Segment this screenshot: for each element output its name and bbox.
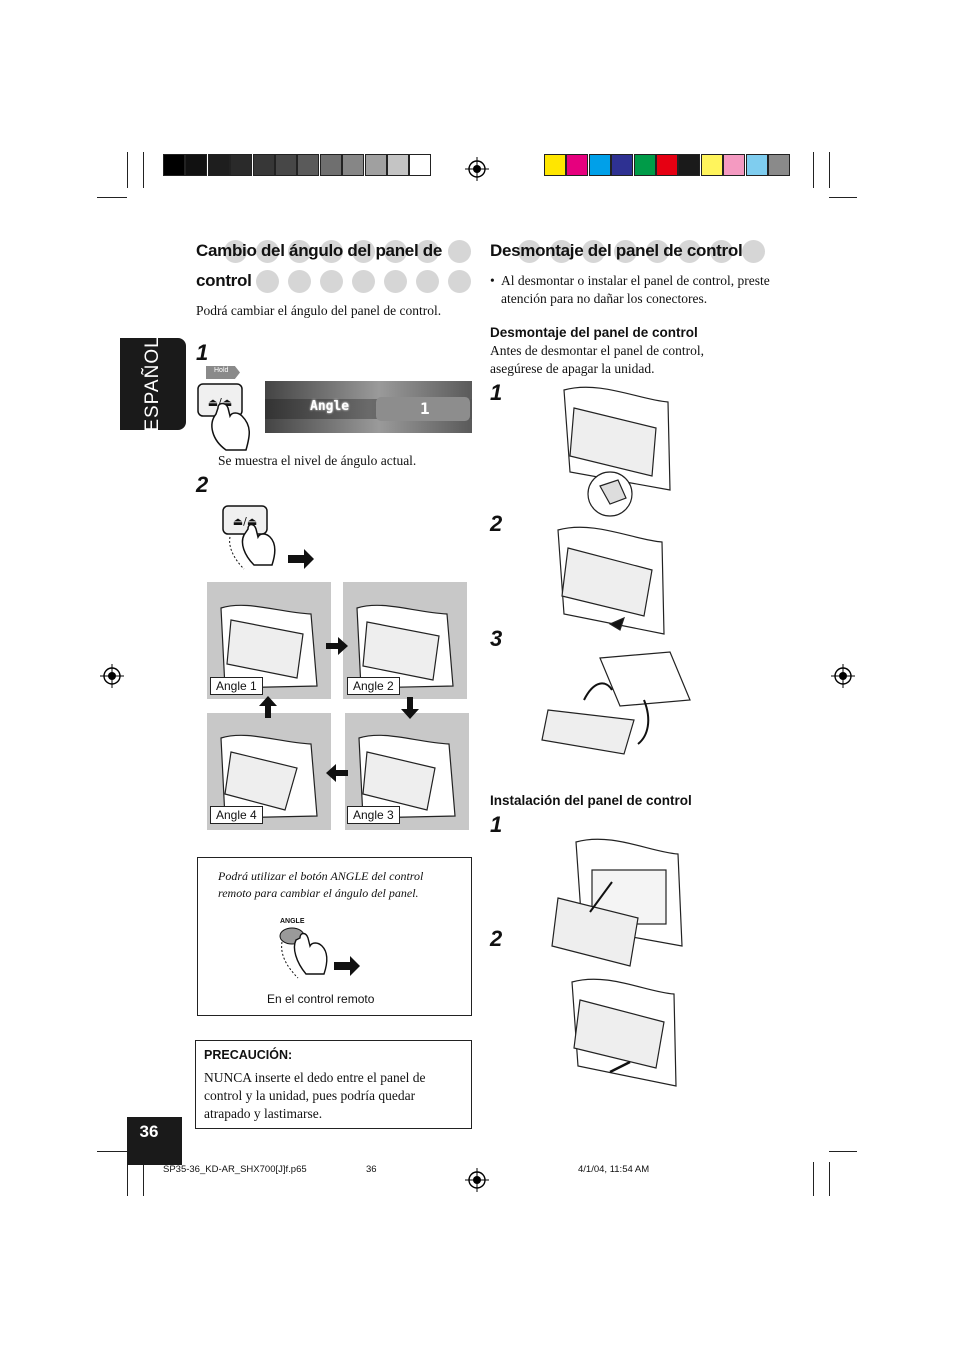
process-color-swatch xyxy=(701,154,723,176)
process-color-swatch xyxy=(611,154,633,176)
caution-title: PRECAUCIÓN: xyxy=(204,1048,292,1062)
registration-mark-icon xyxy=(100,664,124,688)
grayscale-swatch xyxy=(365,154,387,176)
removal-step-3: 3 xyxy=(490,626,502,652)
arrow-right-icon xyxy=(326,637,348,655)
angle-display: Angle 1 xyxy=(265,381,472,433)
display-text: Angle xyxy=(310,399,349,414)
footer-date: 4/1/04, 11:54 AM xyxy=(578,1164,649,1175)
angle-label-3: Angle 3 xyxy=(347,806,400,824)
grayscale-swatch xyxy=(185,154,207,176)
registration-mark-icon xyxy=(831,664,855,688)
removal-title: Desmontaje del panel de control xyxy=(490,325,698,340)
grayscale-swatch xyxy=(253,154,275,176)
grayscale-swatch xyxy=(387,154,409,176)
hold-label: Hold xyxy=(214,367,228,374)
remote-caption: En el control remoto xyxy=(267,992,374,1006)
angle-label-4: Angle 4 xyxy=(210,806,263,824)
footer-page: 36 xyxy=(366,1164,377,1175)
arrow-left-icon xyxy=(326,764,348,782)
removal-text: Antes de desmontar el panel de control, … xyxy=(490,342,730,378)
page-number-tab: 36 xyxy=(127,1117,182,1165)
eject-button-press-icon: ⏏/⏏ xyxy=(194,380,260,456)
hold-badge: Hold xyxy=(206,366,240,379)
process-color-swatch xyxy=(746,154,768,176)
remote-note-text: Podrá utilizar el botón ANGLE del contro… xyxy=(218,868,458,902)
registration-mark-icon xyxy=(465,1168,489,1192)
page-number: 36 xyxy=(127,1122,171,1142)
grayscale-swatch xyxy=(275,154,297,176)
car-unit-drawings xyxy=(207,582,469,830)
left-section-title-line1: Cambio del ángulo del panel de xyxy=(196,241,442,261)
left-step-1: 1 xyxy=(196,340,208,366)
process-color-swatch xyxy=(723,154,745,176)
caution-box: PRECAUCIÓN: NUNCA inserte el dedo entre … xyxy=(195,1040,472,1129)
grayscale-swatch xyxy=(409,154,431,176)
right-bullet-text: Al desmontar o instalar el panel de cont… xyxy=(501,272,771,308)
install-illustrations xyxy=(550,836,690,1090)
language-tab-label: ESPAÑOL xyxy=(142,336,164,431)
caution-text: NUNCA inserte el dedo entre el panel de … xyxy=(204,1069,459,1123)
registration-mark-icon xyxy=(465,157,489,181)
arrow-up-icon xyxy=(259,696,277,718)
process-color-swatch xyxy=(566,154,588,176)
process-color-swatch xyxy=(678,154,700,176)
grayscale-swatch xyxy=(163,154,185,176)
angle-label-1: Angle 1 xyxy=(210,677,263,695)
remote-angle-button-label: ANGLE xyxy=(280,918,305,925)
left-step-2: 2 xyxy=(196,472,208,498)
remote-angle-button-icon xyxy=(276,926,366,988)
right-section-title: Desmontaje del panel de control xyxy=(490,241,742,261)
eject-button-repeat-press-icon: ⏏/⏏ xyxy=(218,503,318,573)
install-step-1: 1 xyxy=(490,812,502,838)
process-color-swatch xyxy=(589,154,611,176)
right-bullet-marker: • xyxy=(490,272,495,290)
install-title: Instalación del panel de control xyxy=(490,793,692,808)
process-color-swatch xyxy=(656,154,678,176)
process-color-swatch xyxy=(634,154,656,176)
angle-label-2: Angle 2 xyxy=(347,677,400,695)
removal-step-2: 2 xyxy=(490,511,502,537)
removal-illustrations xyxy=(540,380,700,770)
footer-file: SP35-36_KD-AR_SHX700[J]f.p65 xyxy=(163,1164,307,1175)
remote-note-box: Podrá utilizar el botón ANGLE del contro… xyxy=(197,857,472,1016)
grayscale-swatch xyxy=(208,154,230,176)
install-step-2: 2 xyxy=(490,926,502,952)
left-section-title-line2: control xyxy=(196,271,252,291)
left-intro: Podrá cambiar el ángulo del panel de con… xyxy=(196,302,441,320)
grayscale-swatch xyxy=(320,154,342,176)
removal-step-1: 1 xyxy=(490,380,502,406)
process-color-swatch xyxy=(768,154,790,176)
grayscale-swatch xyxy=(297,154,319,176)
language-tab: ESPAÑOL xyxy=(120,338,186,430)
process-color-swatch xyxy=(544,154,566,176)
display-value: 1 xyxy=(420,399,430,418)
grayscale-swatch xyxy=(230,154,252,176)
arrow-down-icon xyxy=(401,697,419,719)
grayscale-swatch xyxy=(342,154,364,176)
step1-caption: Se muestra el nivel de ángulo actual. xyxy=(218,452,416,470)
